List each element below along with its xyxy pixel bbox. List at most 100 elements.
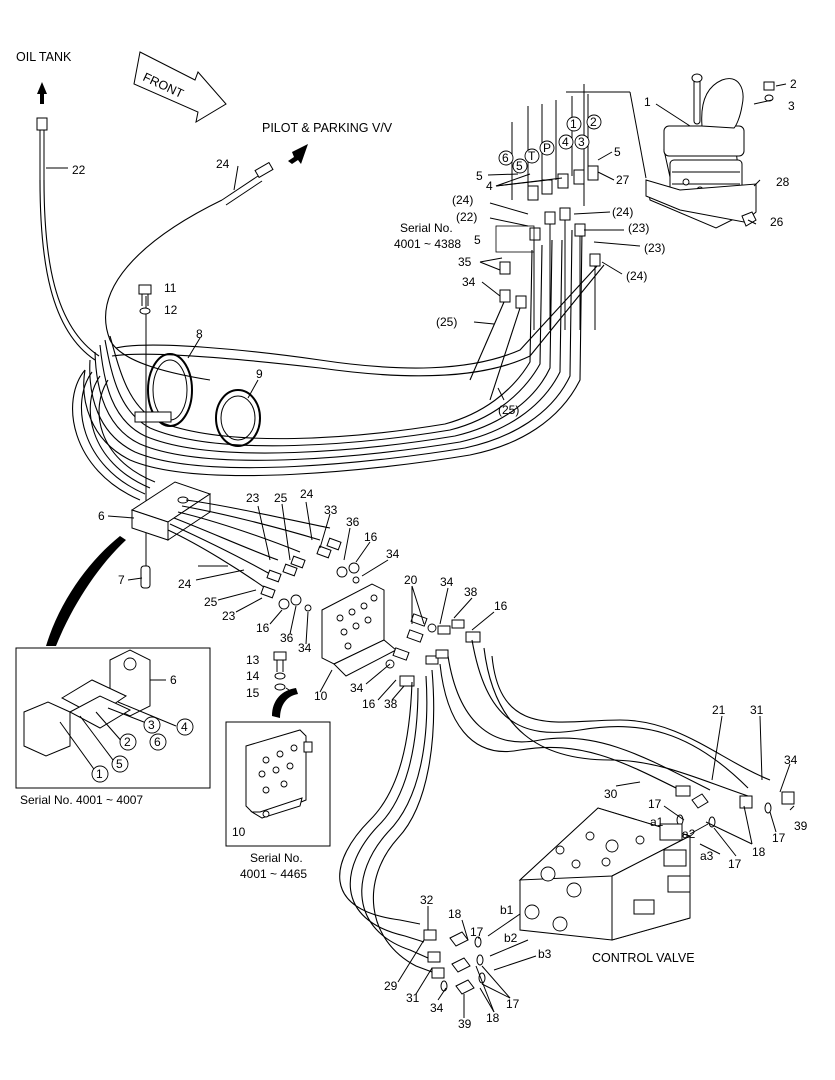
inset-num-4: 4 (181, 720, 188, 734)
label-39b: 39 (458, 1017, 472, 1031)
bolt-13 (273, 651, 287, 691)
valve-fittings-right (675, 785, 795, 828)
label-34f: 34 (784, 753, 798, 767)
label-16b: 16 (256, 621, 270, 635)
label-p23b: (23) (644, 241, 665, 255)
label-4: 4 (486, 179, 493, 193)
port-1: 1 (570, 117, 577, 131)
label-8: 8 (196, 327, 203, 341)
label-p25a: (25) (436, 315, 457, 329)
label-38b: 38 (384, 697, 398, 711)
label-39a: 39 (794, 819, 808, 833)
pilot-parking-label: PILOT & PARKING V/V (262, 121, 393, 135)
valve-hoses (339, 639, 771, 973)
fitting-stack (469, 94, 601, 401)
label-14: 14 (246, 669, 260, 683)
port-a1: a1 (650, 815, 664, 829)
port-2: 2 (590, 115, 597, 129)
pilot-parking-hose (105, 144, 308, 381)
label-16d: 16 (362, 697, 376, 711)
valve-fittings-bottom (423, 929, 486, 995)
label-5b: 5 (476, 169, 483, 183)
label-10a: 10 (314, 689, 328, 703)
label-17a: 17 (648, 797, 662, 811)
label-p24a: (24) (452, 193, 473, 207)
label-17b: 17 (772, 831, 786, 845)
label-p23a: (23) (628, 221, 649, 235)
label-16c: 16 (494, 599, 508, 613)
label-25b: 25 (204, 595, 218, 609)
label-16a: 16 (364, 530, 378, 544)
part-number-labels: 22 24 1 2 3 28 26 5 2 7 5 4 (24) (22) (24… (72, 77, 808, 1031)
label-18b: 18 (448, 907, 462, 921)
label-34e: 34 (350, 681, 364, 695)
label-15: 15 (246, 686, 260, 700)
port-labels: a1 a2 a3 b1 b2 b3 (500, 815, 714, 961)
label-34a: 34 (462, 275, 476, 289)
label-29: 29 (384, 979, 398, 993)
label-p24c: (24) (626, 269, 647, 283)
front-arrow: FRONT (133, 51, 227, 124)
inset-num-6: 6 (154, 735, 161, 749)
label-1: 1 (644, 95, 651, 109)
fittings-group (260, 537, 360, 612)
label-9: 9 (256, 367, 263, 381)
inset-part-6: 6 (170, 673, 177, 687)
label-21: 21 (712, 703, 726, 717)
label-34b: 34 (386, 547, 400, 561)
port-b2: b2 (504, 931, 518, 945)
label-20: 20 (404, 573, 418, 587)
lower-hoses (167, 499, 331, 591)
port-b1: b1 (500, 903, 514, 917)
label-36b: 36 (280, 631, 294, 645)
inset-part-10: 10 (232, 825, 246, 839)
hose-bundle (72, 229, 605, 501)
label-34g: 34 (430, 1001, 444, 1015)
label-p22: (22) (456, 210, 477, 224)
connectors-20-38 (385, 613, 481, 687)
serial-4007: Serial No. 4001 ~ 4007 (20, 793, 143, 807)
port-b3: b3 (538, 947, 552, 961)
pin-7 (140, 565, 151, 589)
label-34c: 34 (298, 641, 312, 655)
leader-lines (46, 83, 795, 1018)
label-p25b: (25) (498, 403, 519, 417)
label-18a: 18 (752, 845, 766, 859)
label-25a: 25 (274, 491, 288, 505)
control-valve (518, 807, 692, 941)
pilot-arrow (288, 144, 308, 164)
label-26: 26 (770, 215, 784, 229)
clamp-block-6 (130, 481, 212, 589)
control-valve-label: CONTROL VALVE (592, 951, 695, 965)
label-24c: 24 (178, 577, 192, 591)
port-a3: a3 (700, 849, 714, 863)
label-17c: 17 (728, 857, 742, 871)
label-17d: 17 (470, 925, 484, 939)
label-38a: 38 (464, 585, 478, 599)
label-12: 12 (164, 303, 178, 317)
label-32: 32 (420, 893, 434, 907)
label-24: 24 (216, 157, 230, 171)
label-18c: 18 (486, 1011, 500, 1025)
label-7: 7 (118, 573, 125, 587)
label-3: 3 (788, 99, 795, 113)
label-5a: 5 (614, 145, 621, 159)
inset-num-1: 1 (96, 767, 103, 781)
serial-4388-line1: Serial No. (400, 221, 453, 235)
port-5: 5 (516, 159, 523, 173)
bolt-11 (138, 284, 152, 315)
serial-4388-line2: 4001 ~ 4388 (394, 237, 461, 251)
joystick (645, 73, 775, 229)
inset-num-5: 5 (116, 757, 123, 771)
label-28: 28 (776, 175, 790, 189)
clamp-9 (215, 389, 261, 447)
label-31b: 31 (406, 991, 420, 1005)
inset-num-2: 2 (124, 735, 131, 749)
oil-tank-hose (36, 82, 100, 361)
label-p24b: (24) (612, 205, 633, 219)
label-22: 22 (72, 163, 86, 177)
label-33: 33 (324, 503, 338, 517)
serial-4465-line1: Serial No. (250, 851, 303, 865)
port-markers-top: 6 5 T P 4 1 3 2 (498, 114, 602, 174)
port-P: P (543, 141, 551, 155)
